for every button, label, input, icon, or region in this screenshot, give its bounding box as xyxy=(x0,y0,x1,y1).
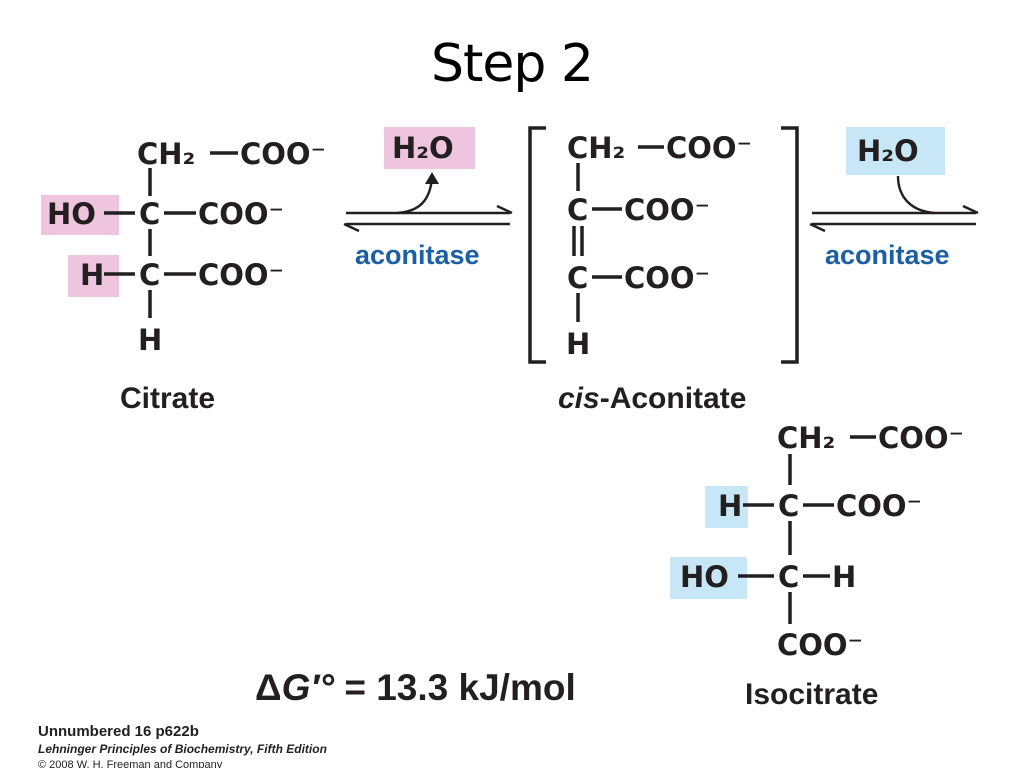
citrate-coo-middle: COO⁻ xyxy=(198,197,284,231)
book-title: Lehninger Principles of Biochemistry, Fi… xyxy=(38,742,327,756)
slide-title: Step 2 xyxy=(430,34,594,94)
forward-arrowhead-1 xyxy=(496,204,513,215)
isocitrate-ch2: CH₂ xyxy=(777,421,835,455)
citrate-ho: HO xyxy=(47,197,96,231)
citrate-structure: CH₂ COO⁻ HO C COO⁻ H C COO⁻ H Citrate xyxy=(41,137,326,415)
isocitrate-h: H xyxy=(718,489,742,523)
figure-id: Unnumbered 16 p622b xyxy=(38,723,199,740)
aconitate-suffix: -Aconitate xyxy=(600,382,747,415)
aconitate-c2: C xyxy=(567,261,588,295)
citrate-h-highlight xyxy=(68,255,119,297)
water-add-curve xyxy=(896,175,935,215)
isocitrate-c1: C xyxy=(778,489,799,523)
water-release-arrowhead xyxy=(425,172,439,184)
g-prime-degree: G′° xyxy=(282,667,335,708)
copyright: © 2008 W. H. Freeman and Company xyxy=(38,759,223,768)
aconitate-coo-middle: COO⁻ xyxy=(624,193,710,227)
reverse-arrowhead-2 xyxy=(809,222,826,233)
isocitrate-coo-middle: COO⁻ xyxy=(836,489,922,523)
citrate-label: Citrate xyxy=(120,382,215,415)
water-added-highlight xyxy=(846,127,945,175)
water-released-highlight xyxy=(384,127,475,169)
aconitate-coo-bottom: COO⁻ xyxy=(624,261,710,295)
isocitrate-coo-bottom: COO⁻ xyxy=(777,628,863,662)
water-added: H₂O xyxy=(857,134,919,168)
isocitrate-label: Isocitrate xyxy=(745,678,878,711)
forward-arrowhead-2 xyxy=(962,204,979,215)
citrate-coo-top: COO⁻ xyxy=(240,137,326,171)
isocitrate-ho: HO xyxy=(680,560,729,594)
citrate-ch2: CH₂ xyxy=(137,137,195,171)
aconitate-ch2: CH₂ xyxy=(567,131,625,165)
aconitate-coo-top: COO⁻ xyxy=(666,131,752,165)
cis-aconitate-structure: CH₂ COO⁻ C COO⁻ C COO⁻ H cis-Aconitate xyxy=(528,126,799,415)
free-energy-change: ΔG′° = 13.3 kJ/mol xyxy=(255,667,576,708)
reaction-arrow-2: H₂O aconitase xyxy=(809,127,979,270)
isocitrate-h-right: H xyxy=(832,560,856,594)
left-bracket xyxy=(528,126,546,364)
reverse-arrowhead-1 xyxy=(343,222,360,233)
free-energy-value: = 13.3 kJ/mol xyxy=(334,667,576,708)
delta-symbol: Δ xyxy=(255,667,282,708)
reaction-arrow-1: H₂O aconitase xyxy=(343,127,513,270)
citrate-c1: C xyxy=(139,197,160,231)
water-released: H₂O xyxy=(392,131,454,165)
cis-aconitate-label: cis-Aconitate xyxy=(558,382,746,415)
right-bracket xyxy=(781,126,799,364)
citrate-coo-bottom: COO⁻ xyxy=(198,258,284,292)
isocitrate-structure: CH₂ COO⁻ H C COO⁻ HO C H COO⁻ Isocitrate xyxy=(670,421,964,711)
enzyme-label-1: aconitase xyxy=(355,240,480,270)
aconitate-h: H xyxy=(566,327,590,361)
citrate-ho-highlight xyxy=(41,195,119,235)
isocitrate-h-highlight xyxy=(705,486,748,528)
citrate-h: H xyxy=(80,258,104,292)
citrate-h-bottom: H xyxy=(138,323,162,357)
enzyme-label-2: aconitase xyxy=(825,240,950,270)
isocitrate-ho-highlight xyxy=(670,557,747,599)
citrate-c2: C xyxy=(139,258,160,292)
aconitate-c1: C xyxy=(567,193,588,227)
isocitrate-c2: C xyxy=(778,560,799,594)
cis-prefix: cis xyxy=(558,382,600,415)
isocitrate-coo-top: COO⁻ xyxy=(878,421,964,455)
